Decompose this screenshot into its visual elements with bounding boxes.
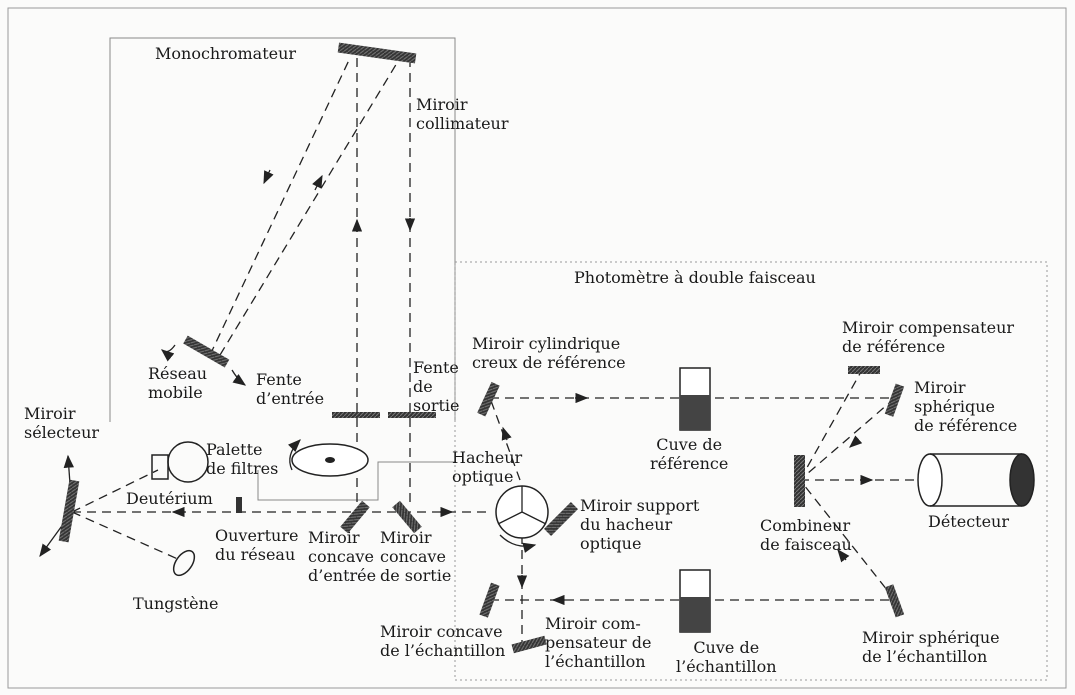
- label-entrance-slit: Fente d’entrée: [256, 370, 325, 408]
- arrow-2: [312, 174, 323, 191]
- deuterium-base: [151, 454, 169, 480]
- beam-samplesph-to-combiner: [799, 479, 896, 601]
- beam-deuterium: [71, 469, 159, 513]
- monochromator-box: [109, 37, 456, 422]
- label-ref-cylindrical: Miroir cylindrique creux de référence: [472, 334, 626, 372]
- filter-wheel-hub: [325, 457, 335, 463]
- label-detector: Détecteur: [928, 512, 1010, 531]
- label-selector-mirror: Miroir sélecteur: [24, 404, 100, 442]
- beam-grating-to-collimator-b: [219, 57, 401, 356]
- chopper-rotation: [499, 534, 537, 553]
- label-exit-concave: Miroir concave de sortie: [380, 528, 452, 585]
- ref-cylindrical-mirror: [477, 381, 500, 417]
- label-tungsten: Tungstène: [133, 594, 219, 613]
- label-collimator-mirror: Miroir collimateur: [416, 95, 509, 133]
- deuterium-lamp: [167, 441, 209, 483]
- entrance-concave-mirror: [340, 500, 370, 534]
- ref-compensator-mirror: [848, 366, 880, 374]
- ref-cell-fill: [680, 395, 710, 430]
- label-exit-slit: Fente de sortie: [413, 358, 460, 415]
- grating-arrow: [161, 344, 176, 362]
- chopper-blades: [497, 486, 547, 525]
- label-sample-concave: Miroir concave de l’échantillon: [380, 622, 506, 660]
- exit-concave-mirror: [392, 500, 422, 534]
- label-ref-spherical: Miroir sphérique de référence: [914, 378, 1018, 435]
- filter-connector-line: [257, 461, 455, 501]
- photometer-title: Photomètre à double faisceau: [574, 268, 816, 287]
- label-chopper-support: Miroir support du hacheur optique: [580, 496, 700, 553]
- beam-refcomp: [799, 369, 863, 481]
- detector-back: [1009, 453, 1035, 507]
- beam-grating-to-collimator-a: [209, 57, 351, 356]
- outer-frame: [7, 7, 1067, 689]
- label-chopper: Hacheur optique: [452, 448, 523, 486]
- label-sample-spherical: Miroir sphérique de l’échantillon: [862, 628, 1000, 666]
- label-grating-aperture: Ouverture du réseau: [215, 526, 299, 564]
- arrow-1: [263, 169, 274, 185]
- label-beam-combiner: Combineur de faisceau: [760, 516, 852, 554]
- label-filter-wheel: Palette de filtres: [206, 440, 279, 478]
- beam-tungsten: [71, 511, 181, 561]
- beam-refsph-to-combiner: [799, 397, 896, 481]
- detector-front: [917, 453, 943, 507]
- grating: [183, 335, 230, 368]
- grating-arrow-2: [231, 369, 247, 386]
- detector-body: [930, 453, 1022, 507]
- arrow-12: [849, 435, 863, 448]
- arrow-11: [837, 548, 850, 563]
- photometer-box: [454, 261, 1048, 681]
- ref-spherical-mirror: [884, 383, 905, 417]
- label-entrance-concave: Miroir concave d’entrée: [308, 528, 377, 585]
- sample-concave-mirror: [479, 582, 500, 618]
- beam-combiner: [794, 455, 805, 507]
- label-sample-cell: Cuve de l’échantillon: [676, 638, 777, 676]
- label-sample-compensator: Miroir com- pensateur de l’échantillon: [545, 614, 652, 671]
- monochromator-title: Monochromateur: [155, 44, 297, 63]
- arrow-10: [501, 426, 512, 441]
- sample-spherical-mirror: [884, 584, 905, 618]
- grating-aperture: [236, 497, 242, 513]
- entrance-slit: [332, 412, 380, 418]
- label-ref-compensator: Miroir compensateur de référence: [842, 318, 1015, 356]
- exit-slit: [388, 412, 436, 418]
- collimator-mirror: [337, 42, 417, 64]
- selector-mirror: [58, 479, 80, 543]
- label-grating: Réseau mobile: [148, 364, 208, 402]
- tungsten-lamp: [172, 549, 196, 577]
- filter-wheel-rotation: [288, 439, 301, 471]
- sample-cell-fill: [680, 597, 710, 632]
- label-deuterium: Deutérium: [126, 489, 213, 508]
- sample-compensator-mirror: [511, 635, 547, 654]
- chopper-support-mirror: [544, 502, 578, 536]
- label-ref-cell: Cuve de référence: [650, 435, 729, 473]
